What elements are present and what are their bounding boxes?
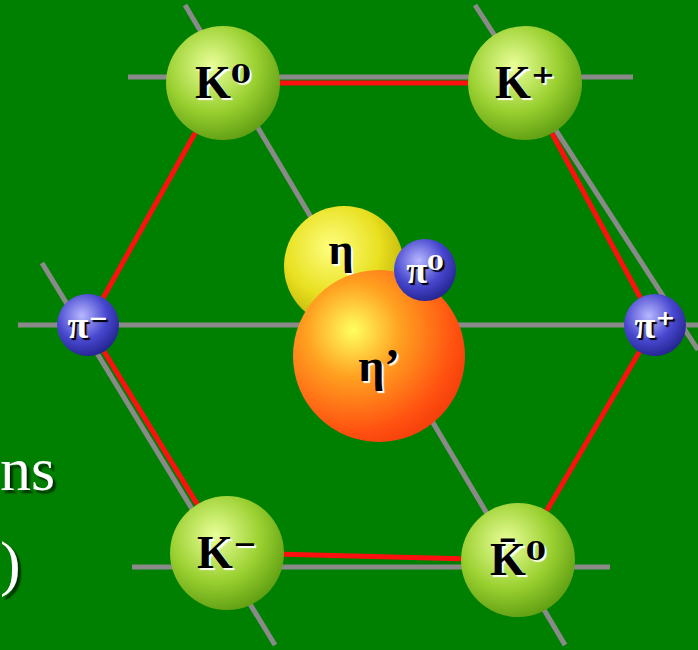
- particle-symbol: π⁰: [406, 251, 443, 289]
- kaon-circle: K⁺: [468, 26, 582, 140]
- cut-off-title: ): [0, 532, 21, 594]
- pion-circle: π⁺: [624, 294, 686, 356]
- particle-symbol: K⁺: [495, 60, 555, 106]
- multiplet-edge: [552, 133, 640, 297]
- kaon-circle: K⁰: [166, 26, 280, 140]
- particle-symbol: η: [329, 228, 354, 272]
- particle-symbol: K⁻: [197, 530, 257, 576]
- multiplet-edge: [103, 133, 195, 298]
- cut-off-title: ns: [0, 438, 55, 500]
- particle-symbol: η’: [358, 343, 399, 389]
- multiplet-edge: [284, 554, 461, 558]
- kaon-circle: K⁻: [170, 496, 284, 610]
- particle-symbol: K⁰: [195, 60, 251, 106]
- pion-circle: π⁰: [394, 239, 456, 301]
- particle-symbol: π⁺: [635, 306, 676, 344]
- multiplet-edge: [547, 352, 640, 511]
- multiplet-edge: [104, 351, 197, 504]
- kaon-circle: K̄⁰: [461, 503, 575, 617]
- lattice-line: [185, 5, 565, 645]
- particle-symbol: K̄⁰: [490, 537, 546, 583]
- multiplet-edge: [280, 83, 468, 84]
- pion-circle: π⁻: [57, 294, 119, 356]
- particle-symbol: π⁻: [68, 306, 109, 344]
